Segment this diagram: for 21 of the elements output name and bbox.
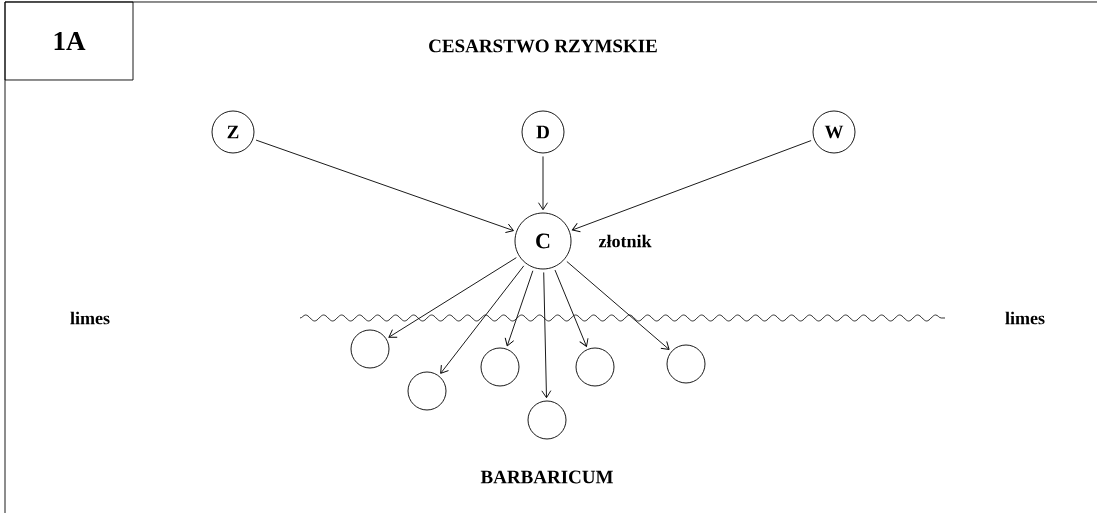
empty-circle (407, 371, 447, 411)
region-label: limes (1005, 311, 1045, 325)
arrow (571, 140, 812, 233)
label-box: 1A (4, 1, 134, 81)
arrow (504, 270, 534, 347)
empty-circle (527, 400, 567, 440)
empty-circle (480, 347, 520, 387)
arrow (440, 265, 525, 374)
arrow (388, 257, 517, 338)
region-label: limes (70, 311, 110, 325)
title: CESARSTWO RZYMSKIE (429, 39, 657, 53)
arrow (541, 272, 552, 399)
node-caption: złotnik (598, 234, 652, 248)
arrow (538, 156, 548, 211)
arrow (255, 139, 514, 233)
region-label: BARBARICUM (480, 470, 613, 484)
empty-circle (666, 344, 706, 384)
arrow (566, 261, 670, 350)
empty-circle (350, 329, 390, 369)
empty-circle (575, 347, 615, 387)
arrow (554, 269, 589, 347)
